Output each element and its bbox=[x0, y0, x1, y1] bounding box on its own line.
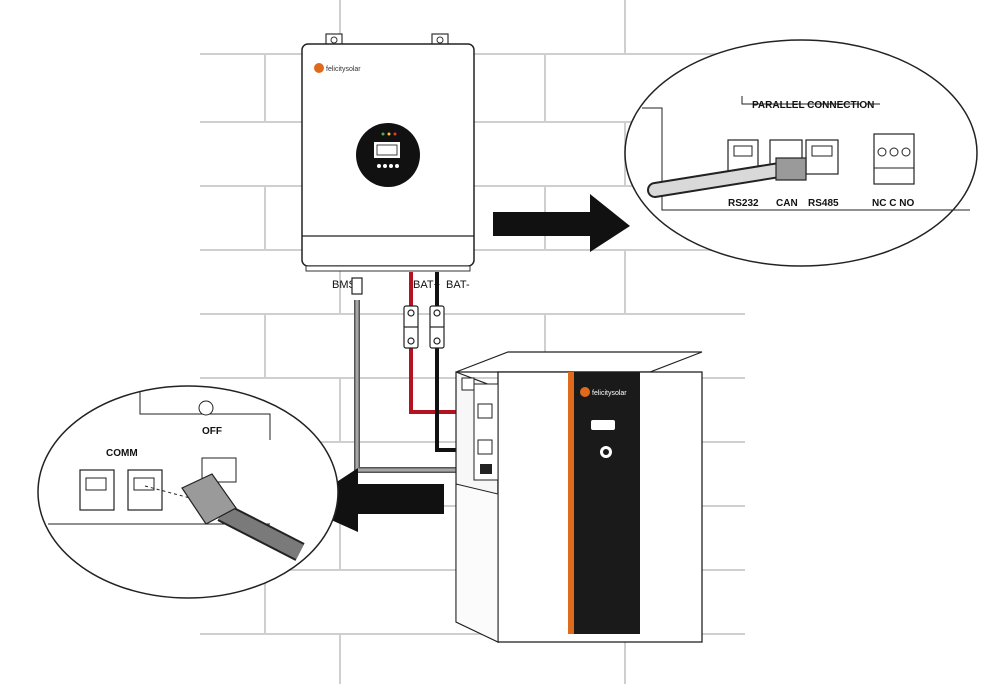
battery-brand: felicitysolar bbox=[592, 390, 627, 397]
fuse-holders bbox=[403, 305, 445, 349]
bms-connector bbox=[351, 277, 363, 295]
arrow-right-icon bbox=[493, 194, 630, 252]
power-switch-icon bbox=[198, 400, 214, 416]
lcd-screen bbox=[374, 142, 400, 158]
inverter-ports-zoom: PARALLEL CONNECTION RS232 CAN RS485 NC C… bbox=[624, 39, 978, 267]
comm-cable-plug bbox=[181, 473, 237, 525]
soc-indicator bbox=[591, 420, 615, 430]
can-cable-plug bbox=[775, 157, 807, 181]
rs485-label: RS485 bbox=[808, 198, 839, 209]
battery-front-panel bbox=[574, 372, 640, 634]
comm-label: COMM bbox=[106, 448, 138, 459]
off-label: OFF bbox=[202, 426, 222, 437]
bat-pos-label: BAT+ bbox=[413, 279, 440, 291]
bat-neg-label: BAT- bbox=[446, 279, 470, 291]
inverter-brand: felicitysolar bbox=[326, 66, 361, 73]
battery-logo-icon bbox=[580, 387, 590, 397]
inverter-unit: felicitysolar bbox=[301, 33, 475, 272]
parallel-connection-label: PARALLEL CONNECTION bbox=[752, 100, 874, 111]
rs232-label: RS232 bbox=[728, 198, 759, 209]
brand-logo-icon bbox=[314, 63, 324, 73]
bms-port-label: BMS bbox=[332, 279, 356, 291]
relay-terminal-block bbox=[873, 133, 915, 185]
can-label: CAN bbox=[776, 198, 798, 209]
rs485-port bbox=[805, 139, 839, 175]
battery-ports-zoom: OFF COMM bbox=[37, 385, 339, 599]
relay-label: NC C NO bbox=[872, 198, 914, 209]
battery-unit: felicitysolar bbox=[455, 351, 703, 643]
battery-comm-port bbox=[480, 464, 492, 474]
